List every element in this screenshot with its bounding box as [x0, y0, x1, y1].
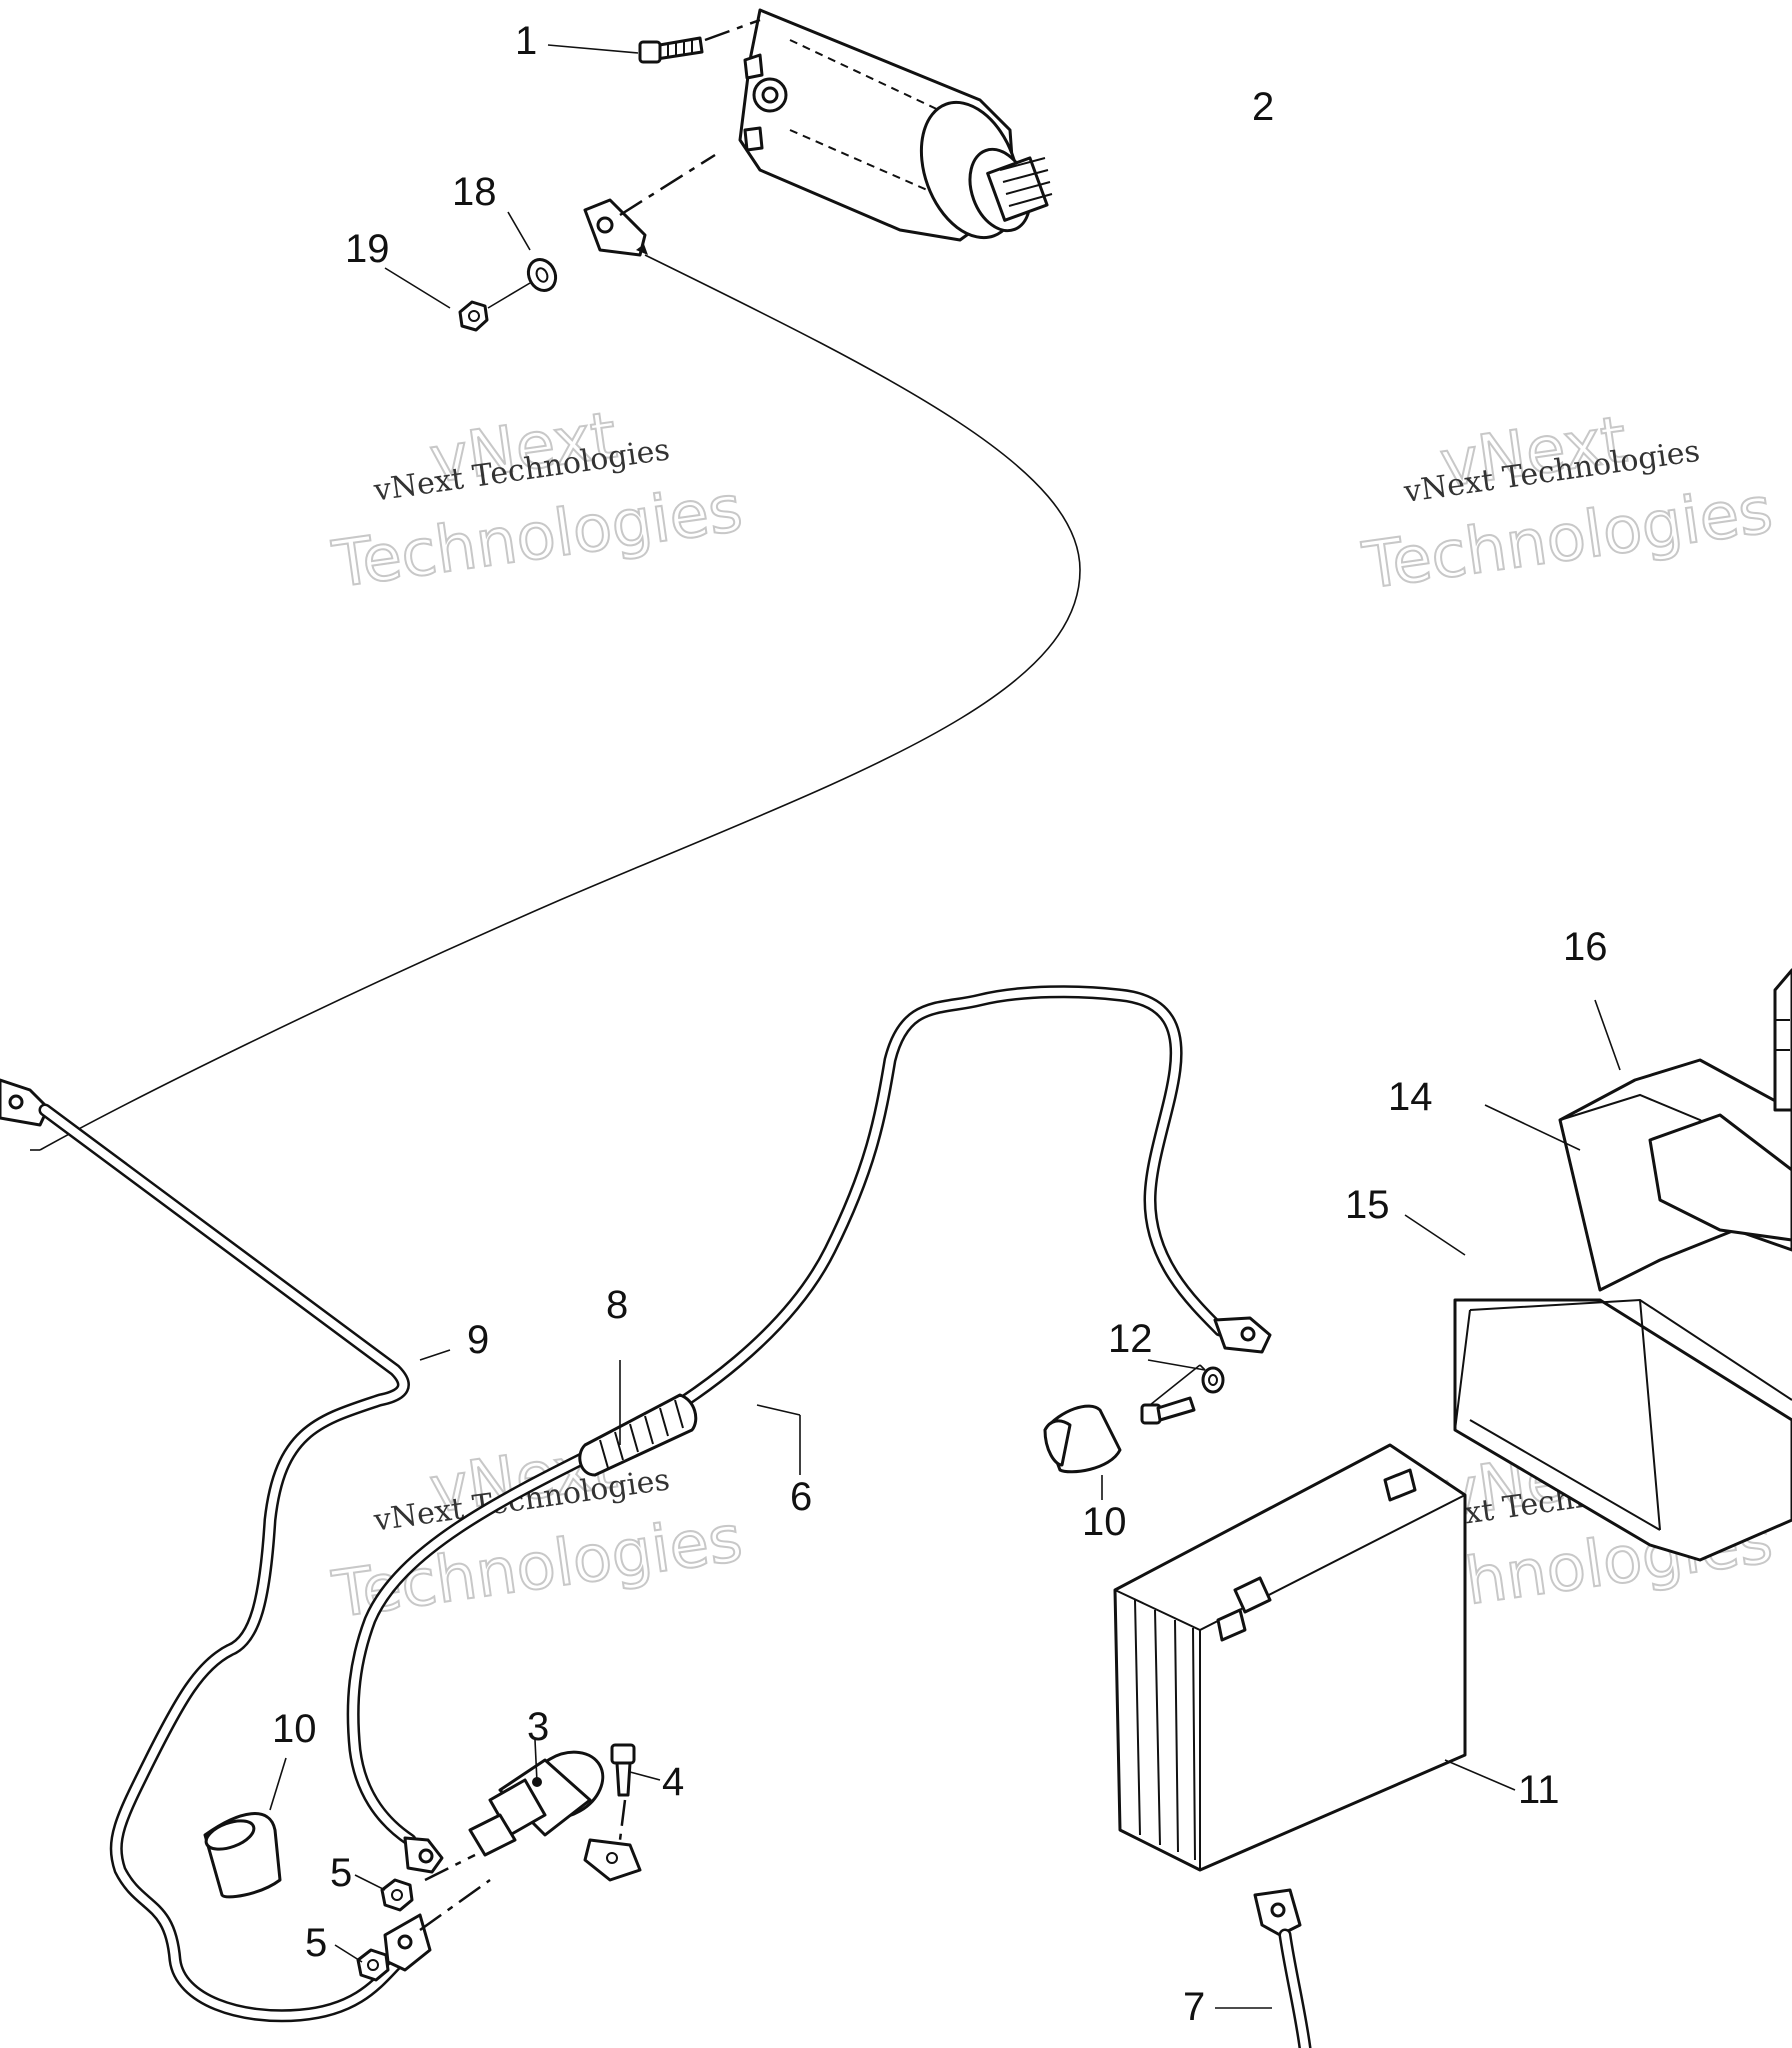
nut-washer-line	[487, 282, 531, 309]
washer	[526, 257, 558, 293]
callout-2: 2	[1252, 85, 1274, 129]
bolt-assembly-line	[704, 18, 761, 42]
bolt	[638, 36, 704, 64]
callout-11: 11	[1518, 1768, 1560, 1812]
terminal-cover-left	[203, 1812, 282, 1899]
callout-8: 8	[606, 1283, 628, 1327]
callout-6: 6	[790, 1475, 812, 1519]
ground-cable	[1253, 1888, 1312, 2048]
leader-lines	[269, 44, 1621, 2009]
callout-18: 18	[452, 170, 497, 214]
callout-19: 19	[345, 227, 390, 271]
starter-cable-lug	[583, 198, 648, 257]
callout-labels: 1 2 3 4 5 5 6 7 8 9 10 10 11 12 14 15 16…	[272, 19, 1608, 2029]
terminal-nut-upper	[380, 1878, 414, 1912]
solenoid-line-a	[424, 1853, 476, 1882]
terminal-nut-lower	[356, 1948, 390, 1982]
lug-assembly-line	[619, 153, 716, 217]
callout-12: 12	[1108, 1317, 1153, 1361]
callout-5-lower: 5	[305, 1921, 327, 1965]
callout-7: 7	[1183, 1985, 1205, 2029]
hold-down-strap	[1773, 968, 1792, 1112]
solenoid-line-b	[419, 1878, 491, 1932]
callout-14: 14	[1388, 1075, 1433, 1119]
callout-9: 9	[467, 1318, 489, 1362]
callout-15: 15	[1345, 1183, 1390, 1227]
positive-cable	[0, 1078, 432, 2023]
solenoid-bolt	[610, 1743, 636, 1797]
bolt-line	[618, 1799, 627, 1841]
battery-washer	[1201, 1366, 1225, 1394]
callout-16: 16	[1563, 925, 1608, 969]
watermark-1: vNext vNext Technologies Technologies	[327, 398, 747, 604]
callout-10-left: 10	[272, 1707, 317, 1751]
starter-motor	[738, 8, 1053, 242]
callout-5-upper: 5	[330, 1851, 352, 1895]
terminal-cover-sleeve	[578, 1393, 698, 1477]
battery-holder	[1558, 1058, 1792, 1292]
callout-3: 3	[527, 1705, 549, 1749]
watermark-2: vNext vNext Technologies Technologies	[1357, 402, 1777, 605]
battery-bolt	[1140, 1396, 1196, 1425]
battery-cable	[346, 985, 1272, 1874]
starter-solenoid	[468, 1750, 642, 1882]
starter-cable	[39, 254, 1081, 1151]
callout-10-right: 10	[1082, 1500, 1127, 1544]
nut	[458, 300, 489, 332]
callout-4: 4	[662, 1760, 684, 1804]
battery-tray	[1453, 1298, 1792, 1562]
callout-1: 1	[515, 19, 537, 63]
terminal-cover-right	[1043, 1404, 1122, 1474]
battery	[1113, 1443, 1467, 1872]
